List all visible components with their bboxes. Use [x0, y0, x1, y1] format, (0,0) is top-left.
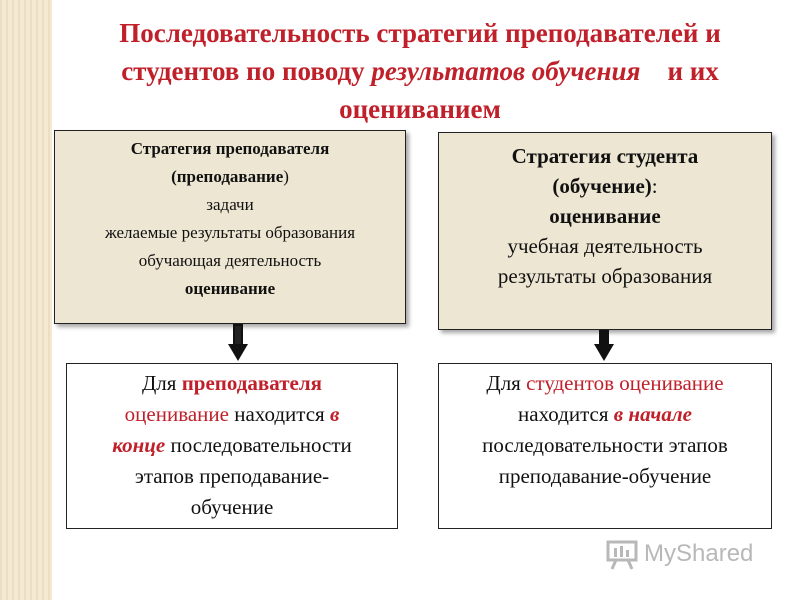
- teacher-item-outcomes: желаемые результаты образования: [104, 223, 356, 242]
- student-result-box: Для студентов оценивание находится в нач…: [438, 363, 772, 529]
- teacher-item-activity: обучающая деятельность: [138, 251, 322, 270]
- teacher-result-box: Для преподавателя оценивание находится в…: [66, 363, 398, 529]
- teacher-strategy-heading: Стратегия преподавателя: [130, 139, 330, 158]
- teacher-subheading-bold: (преподавание: [171, 167, 284, 186]
- teacher-subheading-end: ): [283, 167, 289, 186]
- title-line-1: Последовательность стратегий преподавате…: [119, 18, 721, 48]
- student-result-text: находится: [518, 402, 614, 426]
- student-item-outcomes: результаты образования: [497, 264, 713, 288]
- slide-title: Последовательность стратегий преподавате…: [60, 14, 780, 128]
- myshared-watermark: MyShared: [606, 536, 753, 572]
- student-strategy-subheading: (обучение):: [439, 171, 771, 201]
- teacher-result-emphasis: в: [329, 402, 340, 426]
- teacher-down-arrow-icon: [228, 324, 248, 361]
- student-item-assessment: оценивание: [549, 204, 661, 228]
- decorative-left-stripe: [0, 0, 52, 600]
- teacher-result-line-4: этапов преподавание-: [134, 464, 330, 488]
- teacher-item-assessment: оценивание: [184, 279, 276, 298]
- title-line-2-start: студентов по поводу: [121, 56, 372, 86]
- student-result-emphasis: в начале: [613, 402, 692, 426]
- teacher-result-emphasis: конце: [112, 433, 166, 457]
- teacher-result-text: Для: [141, 371, 182, 395]
- student-subheading-bold: (обучение): [552, 174, 652, 198]
- student-strategy-box: Стратегия студента (обучение): оценивани…: [438, 132, 772, 330]
- student-down-arrow-icon: [594, 330, 614, 361]
- student-result-line-3: последовательности этапов: [482, 433, 728, 457]
- teacher-strategy-box: Стратегия преподавателя (преподавание) з…: [54, 130, 406, 324]
- teacher-result-text: находится: [228, 402, 330, 426]
- presentation-board-icon: [606, 540, 638, 570]
- student-item-activity: учебная деятельность: [507, 234, 703, 258]
- teacher-item-goals: задачи: [206, 195, 254, 214]
- teacher-result-highlight: преподавателя: [181, 371, 322, 395]
- title-line-2: студентов по поводу результатов обучения…: [60, 52, 780, 90]
- watermark-text: MyShared: [644, 540, 754, 567]
- student-strategy-heading: Стратегия студента: [511, 144, 699, 168]
- teacher-result-line-3: конце последовательности: [67, 430, 397, 461]
- teacher-result-line-5: обучение: [190, 495, 274, 519]
- teacher-result-line-2: оценивание находится в: [67, 399, 397, 430]
- student-result-line-2: находится в начале: [439, 399, 771, 430]
- teacher-result-assessment: оценивание: [124, 402, 229, 426]
- teacher-result-text: последовательности: [165, 433, 352, 457]
- student-result-text: Для: [486, 371, 527, 395]
- title-line-2-italic: результатов обучения: [371, 56, 641, 86]
- student-result-line-4: преподавание-обучение: [498, 464, 712, 488]
- title-line-3: оцениванием: [339, 94, 501, 124]
- title-line-2-end: и их: [640, 56, 719, 86]
- student-result-line-1: Для студентов оценивание: [439, 368, 771, 399]
- teacher-result-line-1: Для преподавателя: [67, 368, 397, 399]
- student-result-highlight: студентов оценивание: [526, 371, 724, 395]
- student-subheading-end: :: [651, 174, 658, 198]
- teacher-strategy-subheading: (преподавание): [55, 163, 405, 191]
